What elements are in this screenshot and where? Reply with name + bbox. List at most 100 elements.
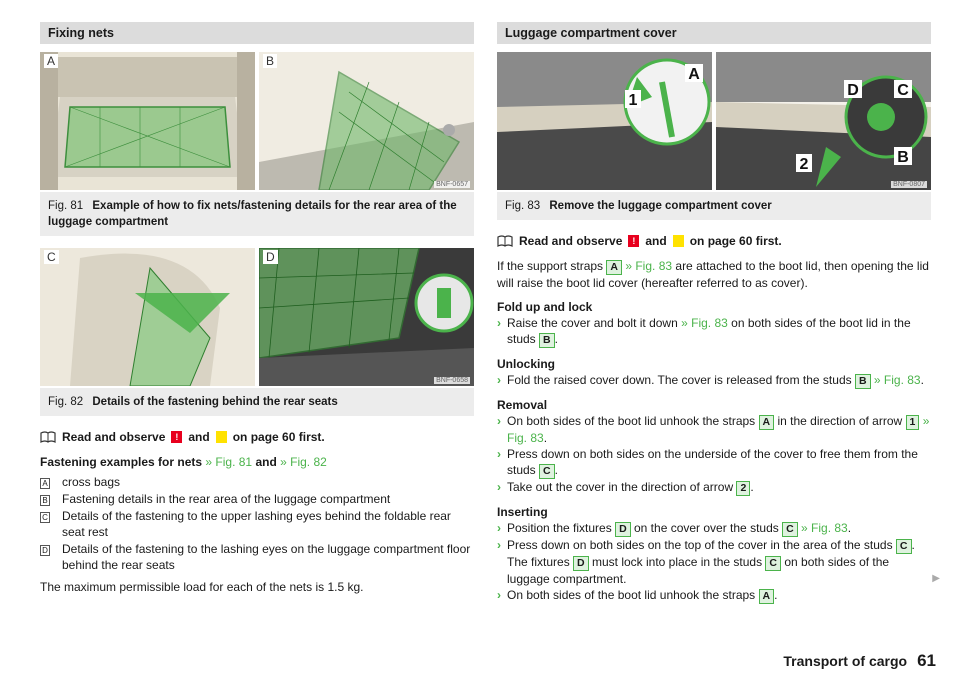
fold-step: › Raise the cover and bolt it down » Fig…: [497, 316, 911, 348]
figure-81-photos: A B BNF-0657: [40, 52, 474, 190]
step-text: Press down on both sides on the top of t…: [507, 538, 893, 552]
read-and: and: [645, 234, 667, 248]
photo-right: D C B 2 BNF-0807: [716, 52, 931, 190]
fig-81-link[interactable]: » Fig. 81: [205, 455, 253, 469]
right-column: Luggage compartment cover A 1: [497, 22, 931, 604]
section-title-fixing-nets: Fixing nets: [40, 22, 474, 44]
photo-a: A: [40, 52, 255, 190]
figure-number: Fig. 83: [505, 200, 541, 212]
figure-81-caption: Fig. 81 Example of how to fix nets/faste…: [40, 192, 474, 236]
fig-83-link[interactable]: » Fig. 83: [625, 259, 673, 273]
read-post: on page 60 first.: [232, 430, 325, 444]
floor-lashing-eye-illustration: [259, 248, 474, 386]
step-arrow-icon: ›: [497, 588, 501, 602]
step-text: in the direction of arrow: [777, 414, 903, 428]
photo-b: B BNF-0657: [259, 52, 474, 190]
callout-c: C: [897, 82, 909, 99]
book-icon: [497, 235, 513, 247]
left-column: Fixing nets A B BNF-0657: [40, 22, 474, 595]
figure-title: Details of the fastening behind the rear…: [92, 396, 338, 408]
figure-83-caption: Fig. 83 Remove the luggage compartment c…: [497, 192, 931, 220]
legend-key: D: [40, 545, 50, 556]
step-text: On both sides of the boot lid unhook the…: [507, 414, 756, 428]
step-text: must lock into place in the studs: [591, 555, 763, 569]
step-arrow-icon: ›: [497, 480, 501, 494]
callout-d: D: [847, 82, 859, 99]
figure-number: Fig. 82: [48, 396, 84, 408]
photo-letter-a: A: [44, 54, 59, 68]
fig-83-link[interactable]: » Fig. 83: [507, 414, 930, 445]
figure-number: Fig. 81: [48, 200, 84, 212]
figure-code: BNF-0658: [434, 377, 470, 384]
step-arrow-icon: ›: [497, 316, 501, 330]
figure-code: BNF-0807: [891, 181, 927, 188]
label-b: B: [539, 333, 555, 348]
legend-list: A cross bags B Fastening details in the …: [40, 474, 474, 573]
label-c: C: [895, 539, 912, 554]
book-icon: [40, 431, 56, 443]
label-a: A: [606, 260, 622, 275]
caution-icon: [672, 235, 684, 247]
label-2: 2: [736, 481, 751, 496]
luggage-net-illustration: [40, 52, 255, 190]
step-text: on both sides of the luggage compartment…: [507, 555, 890, 586]
label-d: D: [573, 556, 589, 571]
step-text: Fold the raised cover down. The cover is…: [507, 373, 852, 387]
fig-83-link[interactable]: » Fig. 83: [873, 373, 921, 387]
legend-item: D Details of the fastening to the lashin…: [40, 541, 474, 573]
removal-step-1: › On both sides of the boot lid unhook t…: [497, 414, 930, 445]
step-text: on both sides of the boot lid in the stu…: [507, 316, 911, 346]
photo-d: D BNF-0658: [259, 248, 474, 386]
unlock-step: › Fold the raised cover down. The cover …: [497, 373, 924, 389]
examples-heading: Fastening examples for nets » Fig. 81 an…: [40, 454, 474, 470]
step-text: Take out the cover in the direction of a…: [507, 480, 734, 494]
photo-left: A 1: [497, 52, 712, 190]
inserting-heading: Inserting: [497, 505, 548, 519]
figure-82-photos: C D BNF-0658: [40, 248, 474, 386]
figure-83-photos: A 1 D C B 2 BNF: [497, 52, 931, 190]
fig-83-link[interactable]: » Fig. 83: [681, 316, 728, 330]
footer-chapter-title: Transport of cargo: [783, 653, 908, 669]
figure-82-caption: Fig. 82 Details of the fastening behind …: [40, 388, 474, 416]
section-title-cover: Luggage compartment cover: [497, 22, 931, 44]
callout-2: 2: [800, 156, 809, 173]
step-text: Position the fixtures: [507, 521, 612, 535]
read-text: Read and observe: [62, 430, 166, 444]
removal-heading: Removal: [497, 398, 548, 412]
legend-key: B: [40, 495, 50, 506]
figure-title: Remove the luggage compartment cover: [549, 200, 772, 212]
page-number: 61: [917, 651, 936, 670]
photo-letter-c: C: [44, 250, 59, 264]
label-1: 1: [905, 415, 920, 430]
read-and-observe: Read and observe ! and on page 60 first.: [40, 430, 474, 444]
step-arrow-icon: ›: [497, 414, 501, 428]
read-and-observe: Read and observe ! and on page 60 first.: [497, 234, 931, 248]
warning-icon: !: [171, 431, 183, 443]
intro-text: If the support straps: [497, 259, 604, 273]
fig-82-link[interactable]: » Fig. 82: [280, 455, 327, 469]
step-arrow-icon: ›: [497, 521, 501, 535]
unlock-heading: Unlocking: [497, 357, 556, 371]
legend-item: C Details of the fastening to the upper …: [40, 508, 474, 540]
step-arrow-icon: ›: [497, 373, 501, 387]
photo-c: C: [40, 248, 255, 386]
figure-code: BNF-0657: [434, 181, 470, 188]
label-c: C: [782, 522, 798, 537]
label-b: B: [854, 374, 871, 389]
step-arrow-icon: ›: [497, 447, 501, 461]
removal-step-3: › Take out the cover in the direction of…: [497, 480, 754, 496]
warning-icon: !: [628, 235, 640, 247]
upper-lashing-eye-illustration: [40, 248, 255, 386]
callout-1: 1: [629, 92, 638, 109]
intro-text-cont: are attached to the boot lid, then openi…: [497, 259, 929, 290]
legend-key: A: [40, 478, 50, 489]
page-footer: Transport of cargo 61: [783, 651, 936, 671]
fig-83-link[interactable]: » Fig. 83: [801, 521, 848, 535]
read-post: on page 60 first.: [689, 234, 782, 248]
removal-step-2: › Press down on both sides on the unders…: [497, 447, 918, 479]
callout-a: A: [688, 66, 700, 83]
max-load-text: The maximum permissible load for each of…: [40, 580, 364, 594]
caution-icon: [215, 431, 227, 443]
legend-text: cross bags: [62, 475, 121, 489]
intro-paragraph: If the support straps A » Fig. 83 are at…: [497, 258, 931, 291]
